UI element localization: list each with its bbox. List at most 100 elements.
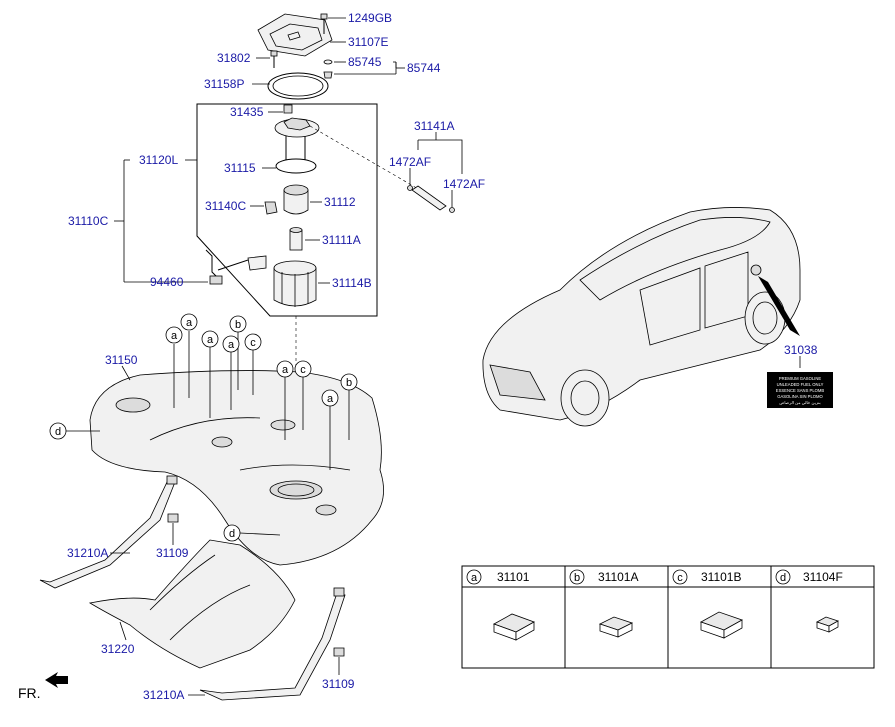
bolt-head [320,13,328,20]
fuel-pump-module-group [114,103,421,490]
callout-circles: a a b a a c a c a b d d [49,313,358,542]
car-door-front [639,267,701,346]
tank-port-mid [211,436,233,448]
car-roof [579,217,771,301]
legend-c-circle [672,569,688,585]
strap-left [39,479,176,589]
label-31115: 31115 [224,161,256,175]
label-85745: 85745 [348,55,382,69]
flange-seal [275,158,317,174]
callout-a3-letter: a [207,334,214,346]
callout-b2-letter: b [346,377,352,389]
pad-icon-31101 [493,613,535,641]
rear-wheel [744,291,786,345]
callout-b2 [340,373,358,391]
callout-b1-letter: b [235,319,241,331]
label-31210A-upper: 31210A [67,546,108,560]
tank-port-left [115,397,151,413]
label-31109-upper: 31109 [156,546,189,560]
callout-a1 [165,326,183,344]
bracket-31141A [417,139,463,174]
legend-a-letter: a [471,572,478,584]
strap-nut-left [167,513,179,523]
legend-b-part: 31101A [598,570,638,584]
washer [323,59,333,65]
label-31140C: 31140C [205,199,246,213]
strap-left-clip [166,475,178,485]
leader-31150 [121,365,131,381]
callout-d1-letter: d [55,426,61,438]
callout-a6-letter: a [327,393,334,405]
fuel-door [750,264,762,276]
callout-a2 [180,313,198,331]
vent-tube [411,185,447,211]
vehicle-illustration: PREMIUM GASOLINE UNLEADED FUEL ONLY ESSE… [482,207,833,427]
legend-c-part: 31101B [701,570,741,584]
legend-d-part: 31104F [803,570,843,584]
legend-a-circle [466,569,482,585]
callout-a2-letter: a [186,317,193,329]
fuel-label-pointer [758,276,800,336]
cover-plate [257,13,333,57]
strap-nut-right [333,647,345,657]
fuel-label-plate [767,372,833,408]
lock-ring [267,72,329,100]
callout-a3 [201,330,219,348]
callout-b1 [229,315,247,333]
reservoir [283,189,309,215]
label-31111A: 31111A [322,233,361,247]
filter-31140C [264,201,278,215]
front-label: FR. [18,685,41,701]
callout-d2-letter: d [229,528,235,540]
label-31435: 31435 [230,105,264,119]
label-1249GB: 1249GB [348,11,392,25]
label-31150: 31150 [105,353,138,367]
fuel-label-line-5: بنزين خالي من الرصاص [779,400,820,405]
vent-tube-group [407,132,463,213]
label-31158P: 31158P [204,77,244,91]
pad-icon-31104F [816,616,839,633]
label-31120L: 31120L [139,153,178,167]
legend-table: a 31101 b 31101A c 31101B d 31104F [461,565,875,669]
callout-c1-letter: c [250,337,256,349]
tank-port-lower [315,504,337,516]
tank-port-upper [270,419,296,431]
clamp-1 [407,185,413,191]
shield-contours [149,554,251,641]
callout-a5 [276,360,294,378]
label-94460: 94460 [150,275,184,289]
strap-right-clip [333,587,345,597]
legend-a-part: 31101 [497,570,530,584]
module-frame [196,103,378,317]
label-31109-lower: 31109 [322,677,355,691]
heat-shield [88,539,296,669]
tank-straps-group [39,475,346,701]
label-31210A-lower: 31210A [143,688,184,702]
label-31110C: 31110C [68,214,109,228]
legend-b-circle [569,569,585,585]
tank-contours [149,417,351,471]
label-31141A: 31141A [414,119,454,133]
label-31107E: 31107E [348,35,388,49]
nut [323,71,333,79]
front-wheel-hub [570,380,600,416]
legend-c-letter: c [677,572,683,584]
fuel-tank-group [66,331,384,566]
connector-31435 [283,104,293,114]
fuel-label-line-3: ESSENCE SANS PLOMB [776,388,825,393]
callout-a5-letter: a [282,364,289,376]
label-31220: 31220 [101,642,135,656]
fuel-tank-body [89,370,384,566]
callout-c2 [294,360,312,378]
legend-d-circle [775,569,791,585]
reservoir-top [283,184,309,196]
callout-c1 [244,333,262,351]
label-1472AF-upper: 1472AF [389,155,431,169]
car-grille [489,364,546,401]
bolt-31802-head [270,50,278,57]
lock-ring-inner [272,75,324,97]
pad-icon-31101B [700,611,743,639]
legend-b-letter: b [574,572,580,584]
callout-d2 [223,524,241,542]
label-85744: 85744 [407,61,441,75]
